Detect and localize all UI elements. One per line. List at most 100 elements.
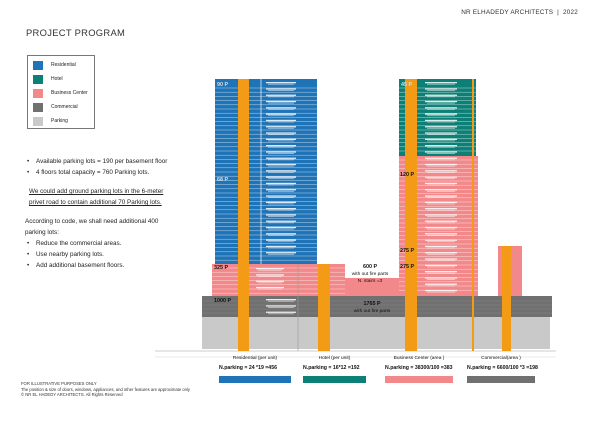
legend-swatch-hotel — [33, 75, 43, 84]
unit-label-hotel-business — [425, 113, 457, 115]
unit-label-residential — [266, 220, 296, 222]
legend-label: Commercial — [51, 104, 78, 110]
unit-label-commercial — [256, 286, 284, 289]
unit-label-residential — [266, 163, 296, 166]
unit-label-residential — [266, 182, 296, 185]
legend-swatch-commercial — [33, 103, 43, 112]
unit-label-residential — [268, 121, 294, 123]
unit-label-podium — [268, 313, 294, 315]
note-bullet: Add additional basement floors. — [25, 260, 210, 271]
unit-label-residential — [266, 245, 296, 248]
unit-label-hotel-business — [425, 264, 457, 266]
unit-label-residential — [268, 203, 294, 205]
unit-label-podium — [268, 300, 294, 302]
unit-label-residential — [266, 100, 296, 103]
unit-label-hotel-business — [425, 94, 457, 96]
unit-label-hotel-business — [427, 272, 455, 274]
unit-label-podium — [266, 311, 296, 313]
note-bullet: 4 floors total capacity = 760 Parking lo… — [25, 167, 210, 178]
unit-label-hotel-business — [425, 239, 457, 241]
unit-label-residential — [268, 159, 294, 161]
summary-title: Commercial(area ) — [481, 355, 521, 361]
unit-label-hotel-business — [427, 253, 455, 255]
summary-title: Business Center (area ) — [394, 355, 445, 361]
footer-line: FOR ILLUSTRATIVE PURPOSES ONLY — [21, 381, 97, 386]
unit-label-residential — [266, 233, 296, 235]
unit-label-residential — [268, 109, 294, 110]
unit-label-residential — [268, 178, 294, 180]
unit-label-residential — [266, 119, 296, 122]
unit-label-hotel-business — [425, 201, 457, 203]
unit-label-hotel-business — [425, 283, 457, 285]
unit-label-hotel-business — [427, 134, 455, 135]
parking-notes: Available parking lots = 190 per basemen… — [25, 156, 210, 271]
unit-label-hotel-business — [425, 208, 457, 210]
unit-label-residential — [268, 172, 294, 173]
unit-label-hotel-business — [427, 159, 455, 161]
unit-label-residential — [268, 228, 294, 230]
note-code-line-2: parking lots: — [25, 229, 59, 236]
unit-label-residential — [266, 82, 296, 84]
unit-label-residential — [266, 189, 296, 191]
unit-label-residential — [268, 235, 294, 236]
core-annex — [502, 246, 511, 351]
unit-label-podium — [268, 307, 294, 308]
unit-label-residential — [268, 115, 294, 117]
unit-label-residential — [268, 247, 294, 249]
unit-label-hotel-business — [427, 153, 455, 154]
unit-label-hotel-business — [425, 258, 457, 260]
unit-label-hotel-business — [425, 245, 457, 248]
summary-color-bar — [219, 376, 291, 383]
unit-label-residential — [266, 88, 296, 90]
unit-label-hotel-business — [427, 121, 455, 123]
unit-label-hotel-business — [425, 271, 457, 273]
summary-formula: N.parking = 6600/100 *3 =198 — [467, 365, 538, 371]
unit-label-hotel-business — [425, 220, 457, 222]
unit-label-hotel-business — [425, 189, 457, 191]
unit-label-hotel-business — [427, 279, 455, 280]
footer-line: © NR EL HADEDY ARCHITECTS. All Rights Re… — [21, 392, 123, 398]
unit-label-residential — [268, 96, 294, 98]
legend-label: Parking — [51, 118, 68, 124]
unit-label-commercial — [258, 282, 282, 284]
unit-label-hotel-business — [425, 138, 457, 140]
unit-label-residential — [266, 94, 296, 96]
parking-basement — [202, 317, 550, 349]
label-600: 600 P — [363, 264, 377, 270]
unit-label-residential — [266, 252, 296, 254]
unit-label-hotel-business — [427, 127, 455, 129]
unit-label-residential — [268, 140, 294, 142]
legend-swatch-residential — [33, 61, 43, 70]
unit-label-hotel-business — [425, 176, 457, 178]
unit-label-hotel-business — [425, 163, 457, 166]
unit-label-hotel-business — [427, 140, 455, 142]
unit-label-hotel-business — [427, 83, 455, 85]
unit-label-residential — [266, 208, 296, 210]
summary-title: Residential (per unit) — [233, 355, 278, 361]
page-title: PROJECT PROGRAM — [26, 27, 126, 38]
unit-label-hotel-business — [425, 233, 457, 235]
unit-label-residential — [266, 126, 296, 128]
unit-label-commercial — [258, 276, 282, 277]
unit-label-residential — [268, 90, 294, 91]
summary-formula: N.parking = 24 *19 =456 — [219, 365, 277, 371]
unit-label-hotel-business — [427, 102, 455, 104]
unit-label-hotel-business — [427, 184, 455, 186]
unit-label-residential — [266, 226, 296, 229]
summary-formula: N.parking = 16*12 =192 — [303, 365, 360, 371]
core-middle — [318, 264, 330, 351]
note-road-line-2: privet road to contain additional 70 Par… — [29, 199, 162, 206]
unit-label-residential — [266, 170, 296, 172]
note-code-line-1: According to code, we shall need additio… — [25, 218, 159, 225]
label-biz-120: 120 P — [400, 172, 414, 178]
unit-label-residential — [266, 132, 296, 134]
unit-label-hotel-business — [427, 109, 455, 110]
unit-label-residential — [268, 83, 294, 85]
legend-item-residential: Residential — [33, 61, 93, 71]
unit-label-residential — [266, 107, 296, 109]
unit-label-hotel-business — [427, 165, 455, 167]
unit-label-commercial — [256, 268, 284, 270]
summary-formula: N.parking = 38300/100 =383 — [385, 365, 453, 371]
unit-label-hotel-business — [427, 209, 455, 211]
